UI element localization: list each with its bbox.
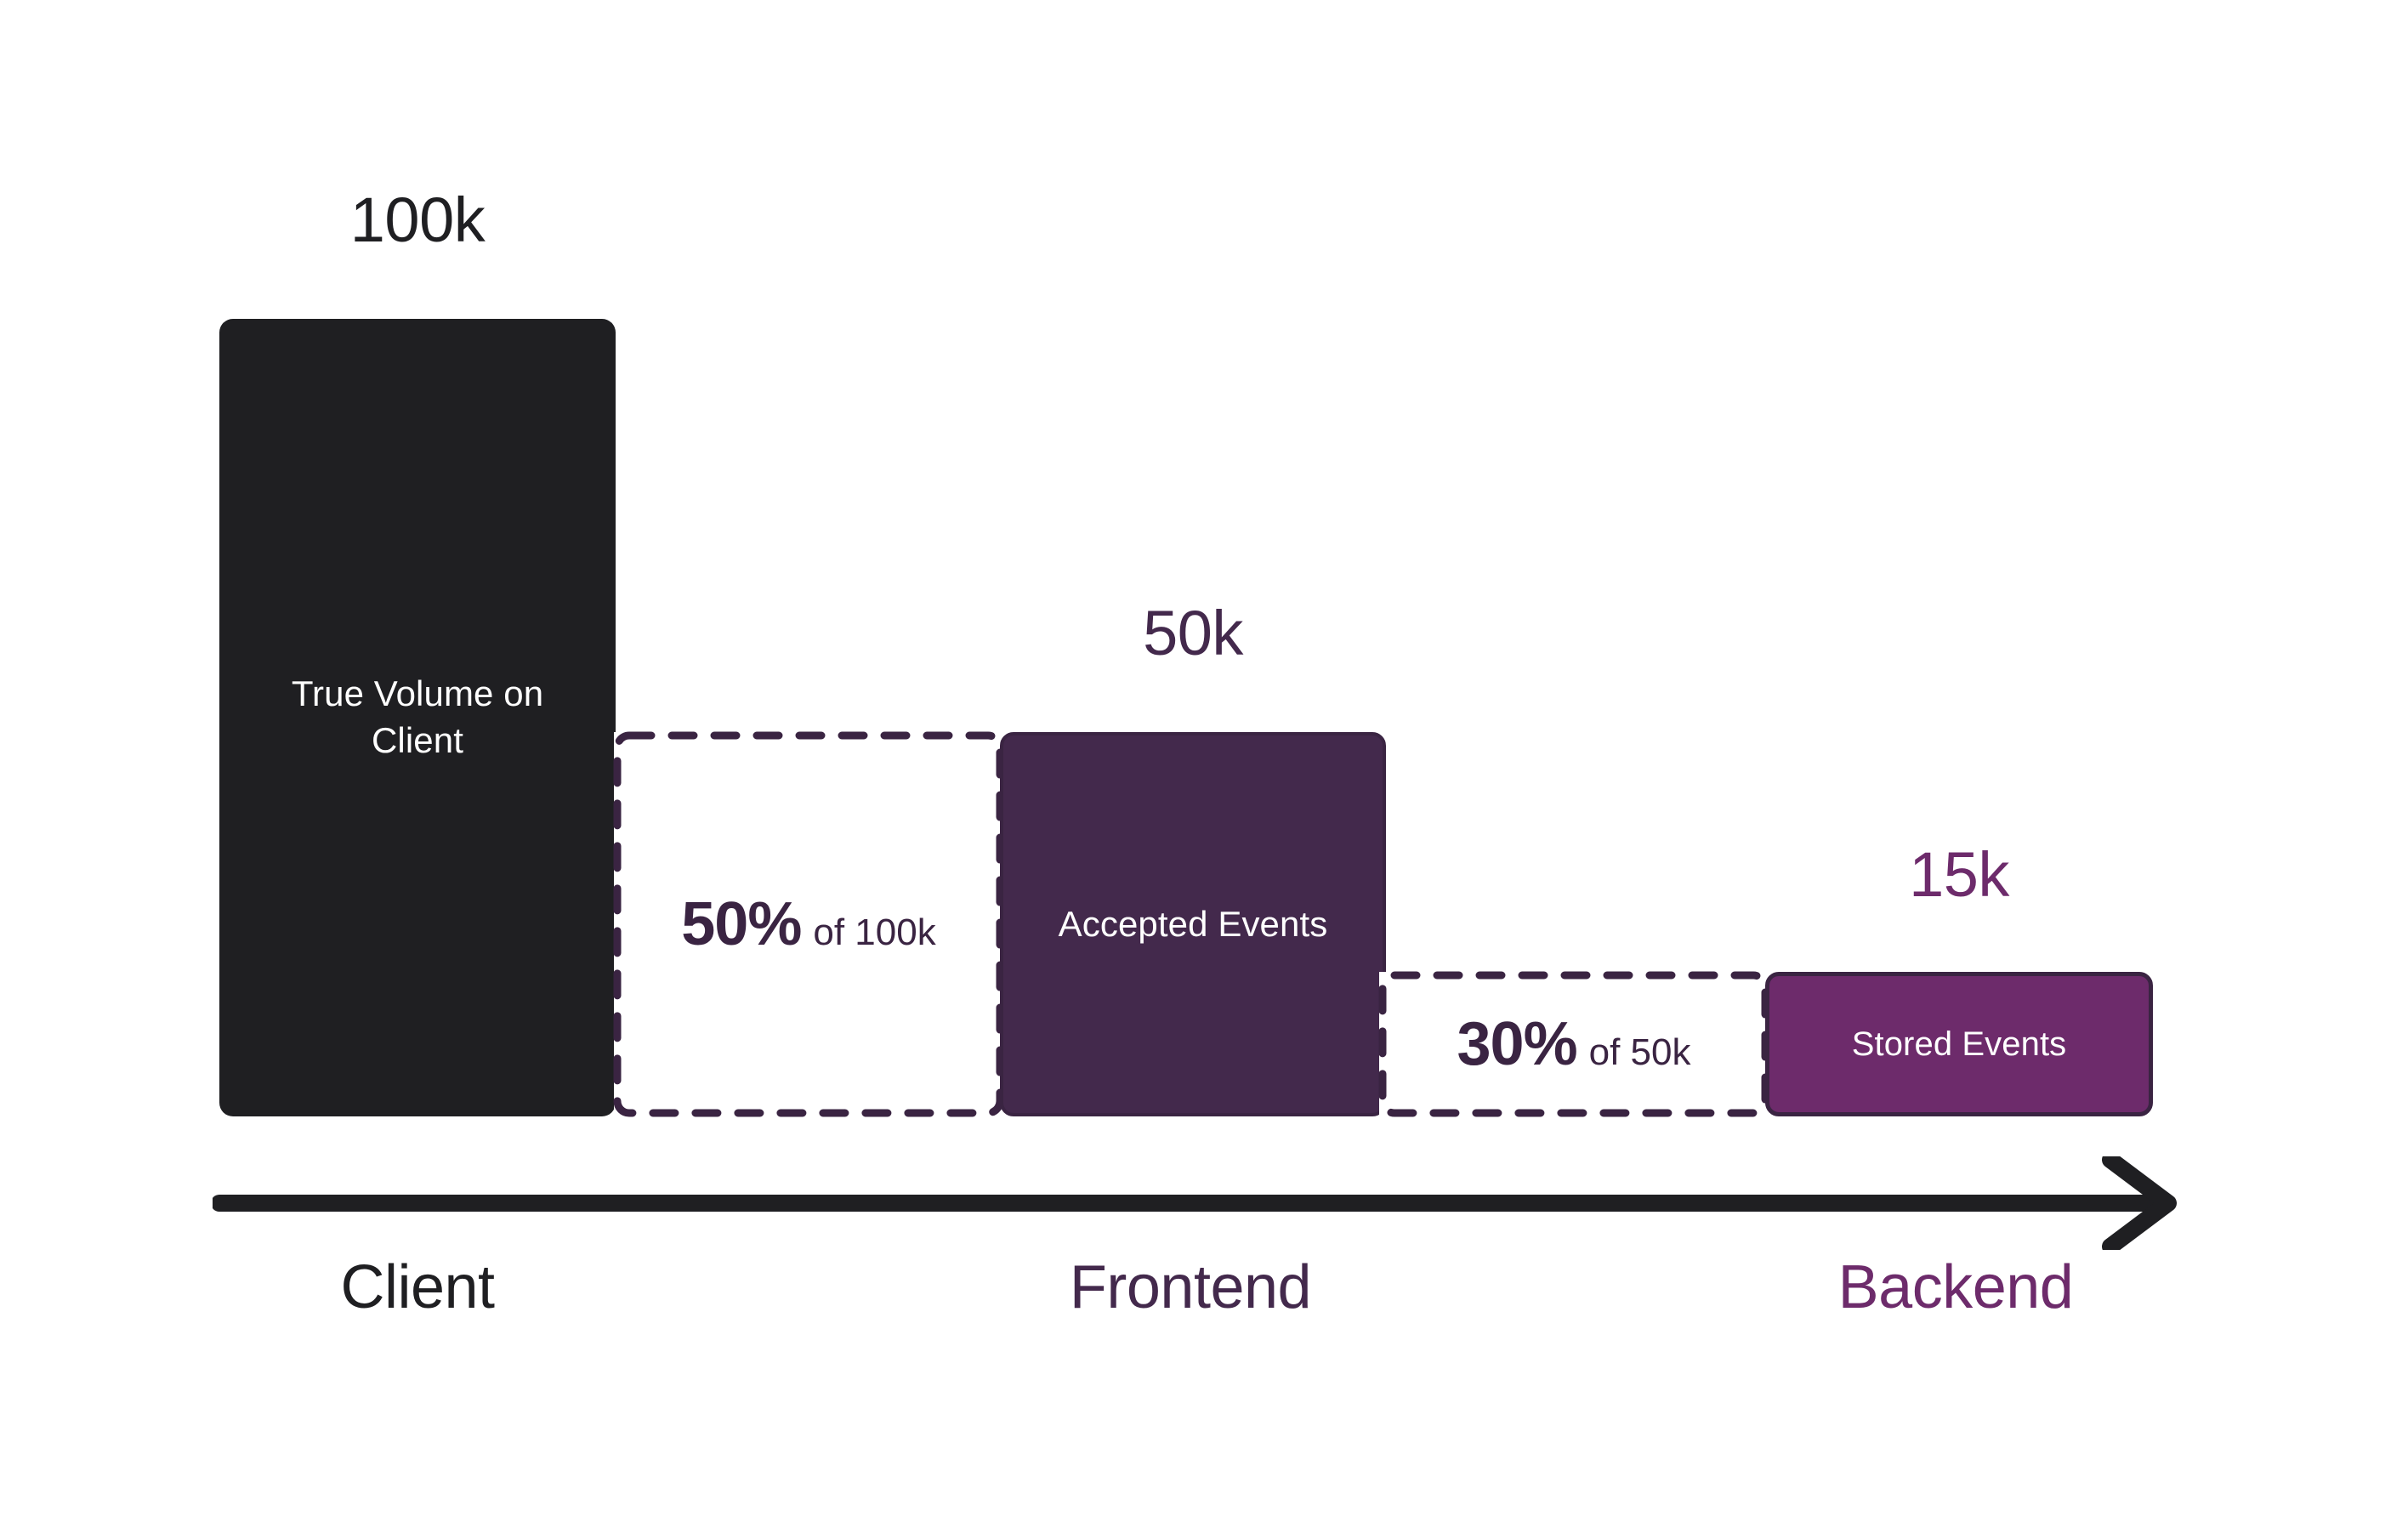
bar-stored-events: Stored Events bbox=[1765, 972, 2153, 1116]
bar-client: True Volume on Client bbox=[219, 319, 616, 1116]
axis-label-client: Client bbox=[340, 1253, 495, 1321]
bar-label-client: True Volume on Client bbox=[291, 673, 544, 760]
dropoff-percent-2: 30% bbox=[1457, 1010, 1578, 1078]
bar-accepted-events: Accepted Events bbox=[1000, 732, 1386, 1116]
bar-label-stored-events: Stored Events bbox=[1851, 1025, 2067, 1063]
dropoff-text-1: 50% of 100k bbox=[681, 889, 935, 959]
bar-label-accepted-events: Accepted Events bbox=[1058, 903, 1328, 944]
value-label-frontend: 50k bbox=[1143, 598, 1243, 668]
value-label-client: 100k bbox=[349, 185, 486, 255]
dropoff-of-2: of 50k bbox=[1588, 1031, 1691, 1073]
dropoff-box-frontend-to-backend: 30% of 50k bbox=[1378, 971, 1769, 1117]
dropoff-text-2: 30% of 50k bbox=[1457, 1009, 1691, 1079]
axis-arrow-icon bbox=[213, 1156, 2177, 1250]
dropoff-of-1: of 100k bbox=[813, 911, 936, 953]
dropoff-box-client-to-frontend: 50% of 100k bbox=[613, 731, 1004, 1117]
value-label-backend: 15k bbox=[1909, 839, 2009, 910]
axis-label-backend: Backend bbox=[1837, 1253, 2074, 1321]
dropoff-percent-1: 50% bbox=[681, 890, 802, 958]
axis-label-frontend: Frontend bbox=[1069, 1253, 1312, 1321]
